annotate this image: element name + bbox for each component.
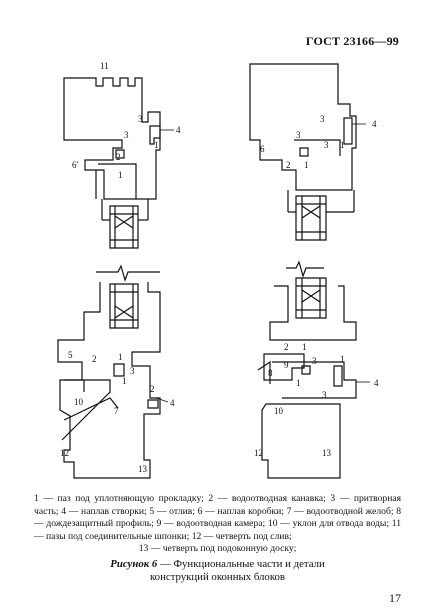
label-8: 8 [268,368,273,378]
label-10: 10 [74,397,84,407]
label-2-left-top: 2 [116,152,121,162]
left-top-seal-small [115,149,125,159]
label-1-right-top-a: 1 [340,140,345,150]
label-1-right-bottom-c: 1 [296,378,301,388]
legend: 1 — паз под уплотняющую прокладку; 2 — в… [34,493,401,556]
label-5: 5 [68,350,73,360]
label-4-right-bottom: 4 [374,378,379,388]
page-number: 17 [389,591,401,605]
label-6: 6 [260,144,265,154]
right-top-seal [343,117,353,145]
right-top-profile [294,139,341,156]
right-bottom-small [301,365,311,375]
figure-title-line-2: конструкций оконных блоков [149,571,286,583]
right-bottom-sash [269,285,357,341]
label-11-top: 11 [100,61,109,71]
right-bottom-rain [257,360,271,384]
left-bottom-sill [147,399,159,409]
label-10-right: 10 [274,406,284,416]
label-1-left-bottom-b: 1 [122,376,127,386]
right-top-glazing [295,195,327,241]
right-top-frame [249,63,357,191]
label-2-left-bottom-b: 2 [150,384,155,394]
legend-line-1: 1 — паз под уплотняющую прокладку; 2 — в… [34,493,401,542]
label-1-right-top-b: 1 [304,160,309,170]
label-3-right-bottom-a: 3 [312,356,317,366]
figure-caption: Рисунок 6 — Функциональные части и детал… [34,558,401,584]
label-1-right-bottom-b: 1 [340,354,345,364]
right-bottom-drip [263,353,305,381]
right-top-small [299,147,309,157]
left-top-frame [63,77,161,200]
left-bottom-groove [63,397,119,421]
label-4-left-top: 4 [176,125,181,135]
label-2-right-top: 2 [286,160,291,170]
window-section-drawing: 11 4 3 3 1 2 1 6' 5 2 1 3 1 2 4 10 7 12 … [57,61,379,479]
left-top-glazing [109,205,139,249]
label-9: 9 [284,360,289,370]
label-3-right-bottom-b: 3 [322,390,327,400]
right-break-line [286,260,324,278]
left-bottom-glazing [109,283,139,329]
legend-line-2: 13 — четверть под подоконную доску; [138,543,297,555]
left-bottom-drip [61,379,111,441]
standard-header: ГОСТ 23166—99 [305,34,399,48]
label-13-left: 13 [138,464,148,474]
label-2-right-bottom: 2 [284,342,289,352]
label-3-right-top-c: 3 [324,140,329,150]
label-2-left-bottom: 2 [92,354,97,364]
left-top-sash [98,163,137,199]
left-bottom-sash [57,282,161,479]
label-3-right-top-b: 3 [296,130,301,140]
label-1-left-top-a: 1 [154,140,159,150]
label-13-right: 13 [322,448,332,458]
figure-number: Рисунок 6 [110,558,158,570]
label-4-left-bottom: 4 [170,398,175,408]
left-bottom-seal [113,363,125,377]
label-7: 7 [114,406,119,416]
right-bottom-seal [333,365,343,387]
label-12-left: 12 [60,448,69,458]
figure-title: — Функциональные части и детали [157,558,325,570]
left-top-gasket [149,125,161,145]
label-3-right-top-a: 3 [320,114,325,124]
label-1-left-top-b: 1 [118,170,123,180]
left-break-line [96,264,160,282]
label-1-right-bottom-a: 1 [302,342,307,352]
label-3-left-top-a: 3 [138,114,143,124]
right-bottom-glazing [295,277,327,319]
label-3-left-top-b: 3 [124,130,129,140]
label-1-left-bottom-a: 1 [118,352,123,362]
label-6prime: 6' [72,160,79,170]
label-12-right: 12 [254,448,263,458]
right-bottom-frame [261,403,341,479]
right-bottom-profile [272,361,357,399]
label-4-right-top: 4 [372,119,377,129]
label-3-left-bottom: 3 [130,366,135,376]
